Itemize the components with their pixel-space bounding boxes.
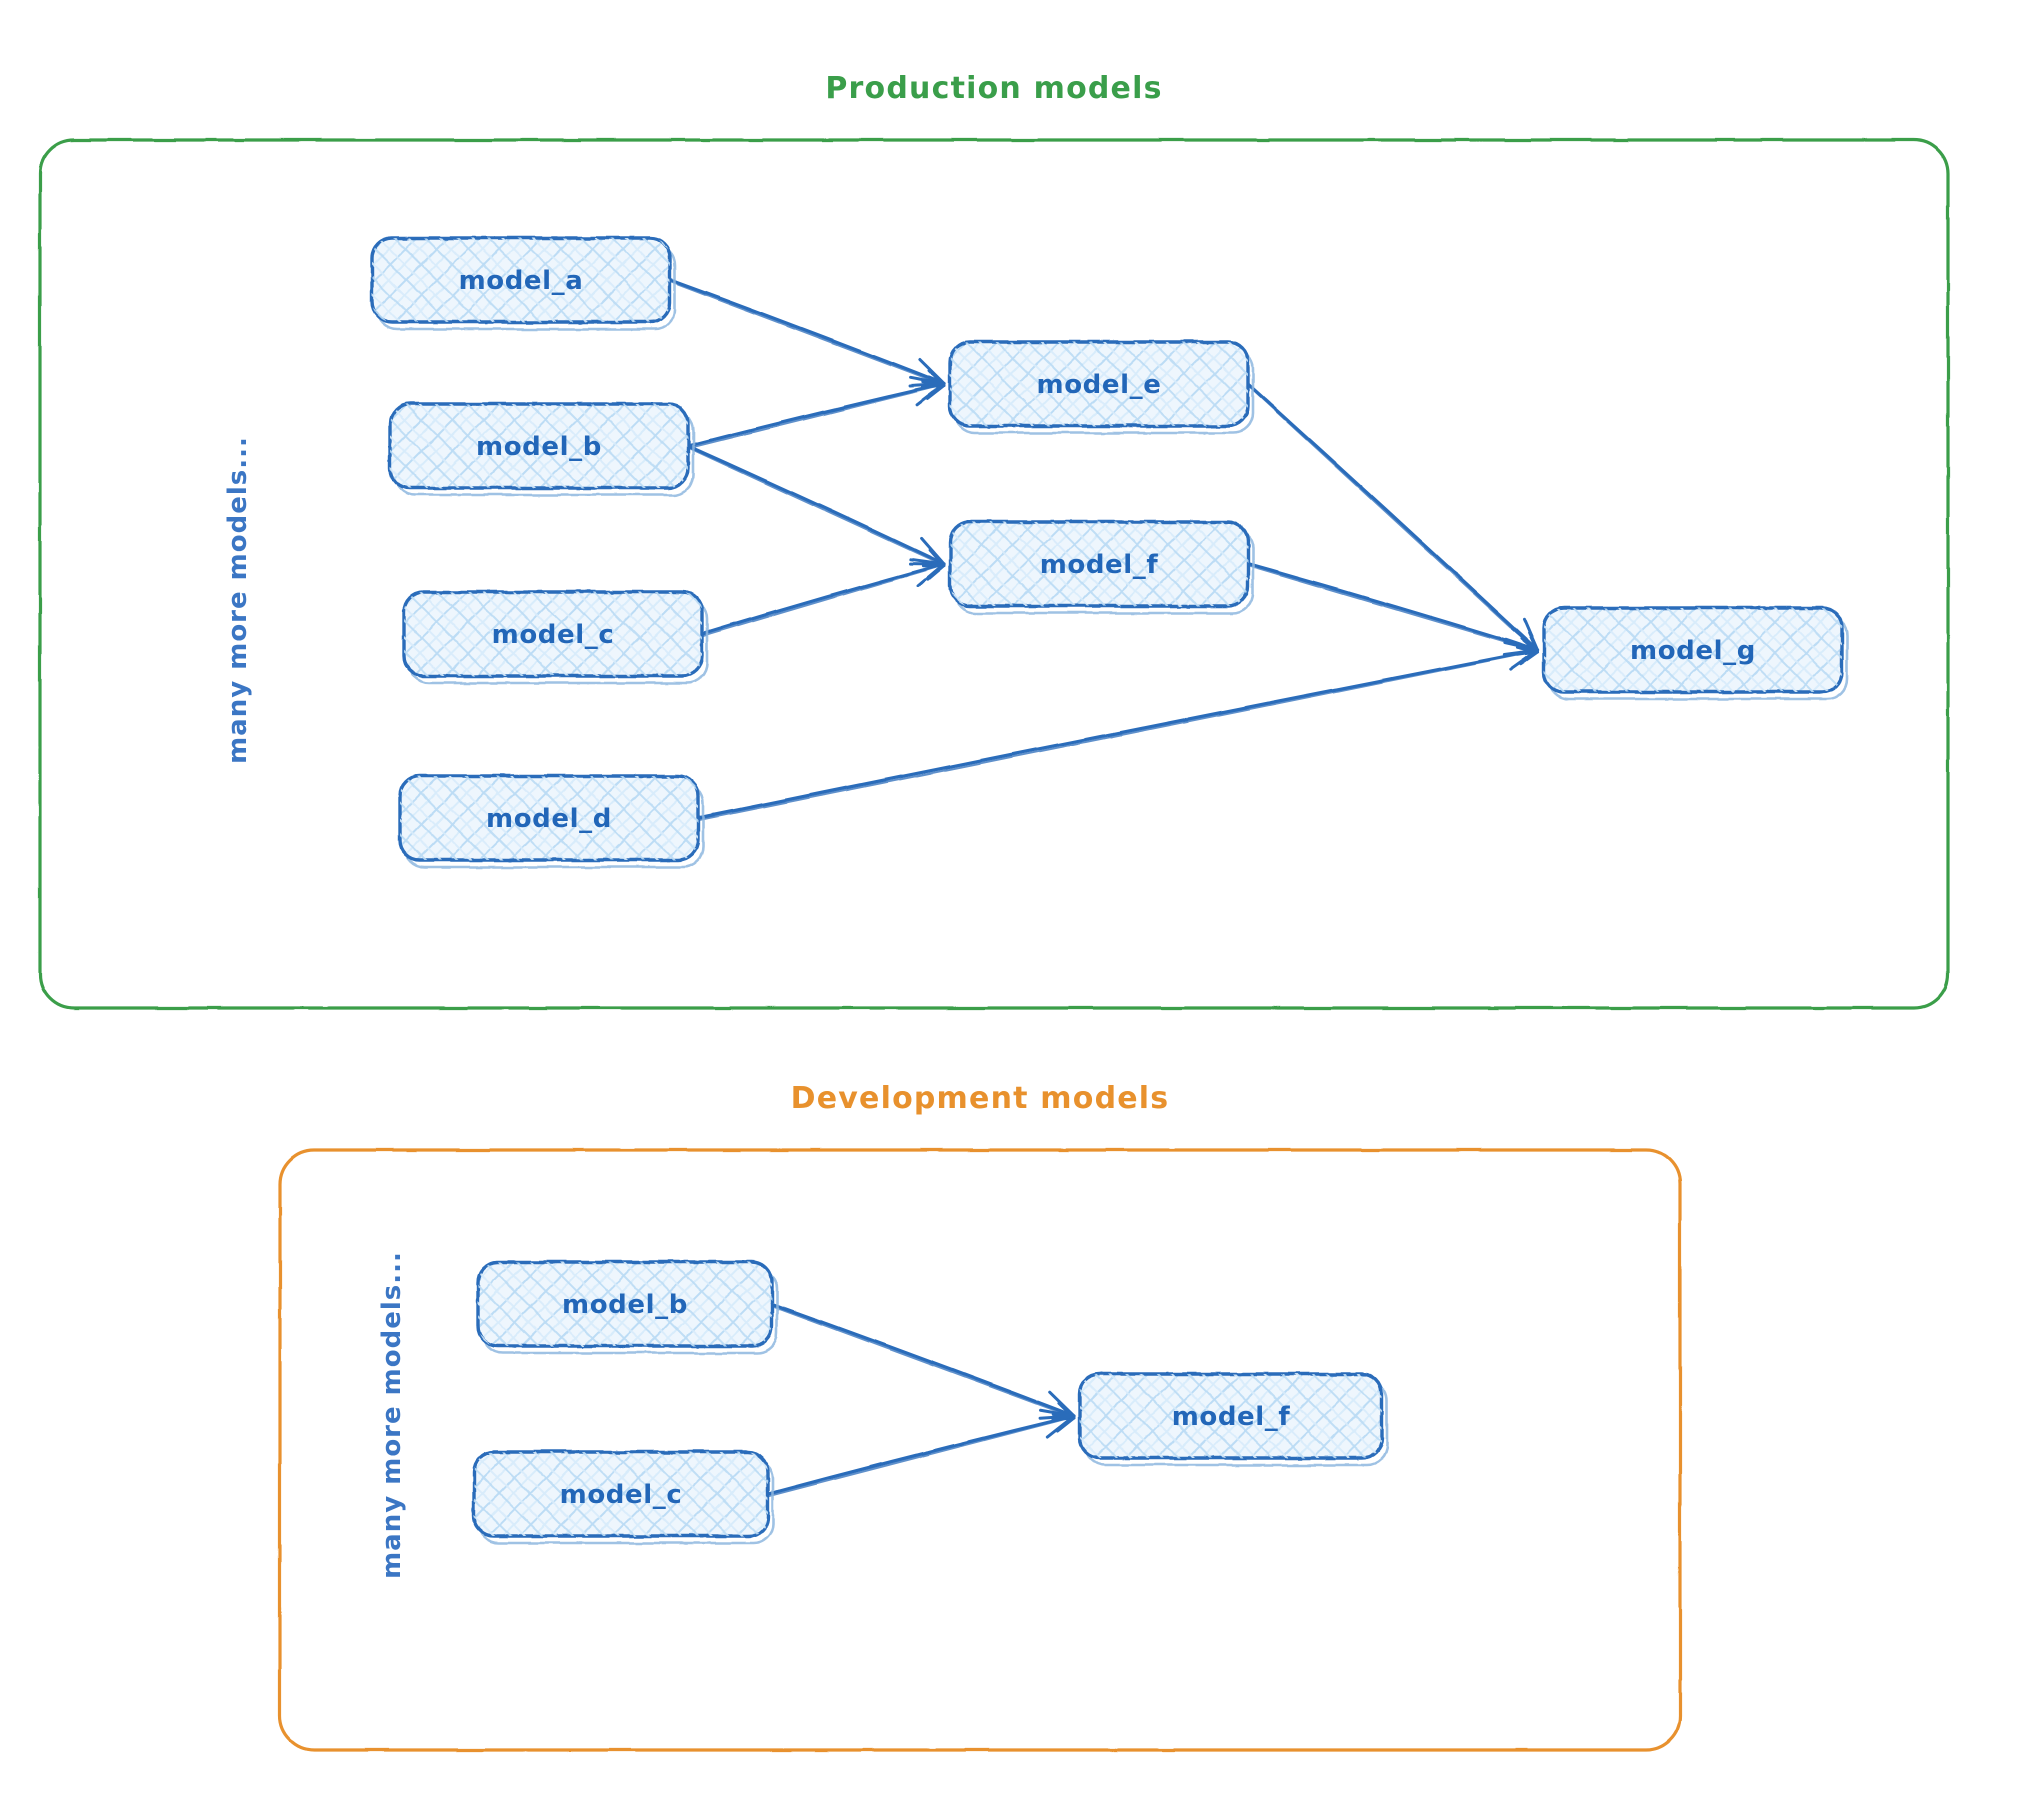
group-title-production: Production models bbox=[825, 71, 1162, 106]
edge-arrowhead bbox=[921, 380, 946, 401]
edge-stroke-secondary bbox=[1248, 385, 1538, 652]
edge-stroke-secondary bbox=[670, 281, 944, 386]
node-label: model_c bbox=[492, 620, 615, 650]
edge-stroke bbox=[686, 382, 946, 448]
group-box-production bbox=[38, 138, 1950, 1010]
edge-stroke-secondary bbox=[772, 1305, 1074, 1418]
edge-arrowhead bbox=[921, 561, 946, 582]
node-model-g[interactable] bbox=[1542, 606, 1849, 701]
edge-model-c-to-model-f bbox=[700, 557, 946, 637]
node-label: model_f bbox=[1040, 550, 1159, 580]
node-model-f[interactable] bbox=[948, 520, 1255, 615]
node-model-c[interactable] bbox=[402, 590, 709, 685]
edge-stroke bbox=[770, 1302, 1076, 1418]
edge-stroke bbox=[686, 444, 946, 566]
nodes-layer bbox=[370, 236, 1849, 1545]
side-label-development: many more models... bbox=[377, 1251, 407, 1579]
node-label: model_b bbox=[562, 1290, 688, 1320]
edge-stroke bbox=[1246, 382, 1540, 652]
edge-stroke-secondary bbox=[702, 564, 944, 637]
edge-stroke bbox=[766, 1414, 1076, 1496]
edge-arrowhead bbox=[1515, 645, 1540, 666]
group-title-development: Development models bbox=[791, 1081, 1170, 1116]
edge-arrowhead bbox=[909, 376, 946, 407]
node-model-b[interactable] bbox=[476, 1260, 779, 1355]
node-hatch-overlay bbox=[950, 522, 1248, 606]
edge-stroke bbox=[700, 562, 946, 636]
node-hatch-overlay bbox=[478, 1262, 772, 1346]
node-label: model_b bbox=[476, 432, 602, 462]
edge-model-d-to-model-g bbox=[696, 640, 1540, 821]
node-hatch-overlay bbox=[950, 342, 1248, 426]
edge-model-b-to-model-f bbox=[770, 1302, 1076, 1421]
edges-layer bbox=[668, 278, 1540, 1497]
edge-stroke-secondary bbox=[1248, 565, 1538, 652]
edge-stroke bbox=[696, 648, 1540, 820]
group-containers bbox=[38, 138, 1950, 1752]
edge-stroke bbox=[1246, 562, 1540, 652]
edge-stroke-secondary bbox=[688, 447, 944, 566]
edge-stroke-secondary bbox=[698, 650, 1538, 821]
node-hatch-overlay bbox=[1080, 1374, 1382, 1458]
edge-stroke bbox=[668, 278, 946, 386]
node-model-e[interactable] bbox=[948, 340, 1255, 435]
edge-model-c-to-model-f bbox=[766, 1408, 1076, 1497]
edge-arrowhead bbox=[908, 557, 946, 588]
node-model-b[interactable] bbox=[388, 402, 695, 497]
edge-stroke-secondary bbox=[768, 1416, 1074, 1497]
edge-model-e-to-model-g bbox=[1246, 382, 1540, 654]
edge-model-b-to-model-e bbox=[686, 376, 946, 449]
node-hatch-overlay bbox=[404, 592, 702, 676]
node-hatch-overlay bbox=[372, 238, 670, 322]
edge-stroke-secondary bbox=[688, 384, 944, 449]
node-label: model_a bbox=[459, 266, 584, 296]
group-box-development bbox=[278, 1148, 1682, 1752]
edge-arrowhead bbox=[1503, 640, 1540, 672]
node-model-a[interactable] bbox=[370, 236, 677, 331]
edge-arrowhead bbox=[1051, 1412, 1076, 1433]
node-label: model_d bbox=[486, 804, 612, 834]
node-label: model_e bbox=[1037, 370, 1162, 400]
node-label: model_f bbox=[1172, 1402, 1291, 1432]
edge-arrowhead bbox=[1038, 1408, 1076, 1439]
node-hatch-overlay bbox=[1544, 608, 1842, 692]
edge-model-a-to-model-e bbox=[668, 278, 946, 389]
node-hatch-overlay bbox=[390, 404, 688, 488]
node-model-f[interactable] bbox=[1078, 1372, 1389, 1467]
node-hatch-overlay bbox=[400, 776, 698, 860]
node-label: model_c bbox=[560, 1480, 683, 1510]
node-model-d[interactable] bbox=[398, 774, 705, 869]
edge-model-b-to-model-f bbox=[686, 444, 946, 568]
node-model-c[interactable] bbox=[472, 1450, 775, 1545]
side-label-production: many more models... bbox=[223, 436, 253, 764]
node-hatch-overlay bbox=[474, 1452, 768, 1536]
node-label: model_g bbox=[1630, 636, 1756, 666]
